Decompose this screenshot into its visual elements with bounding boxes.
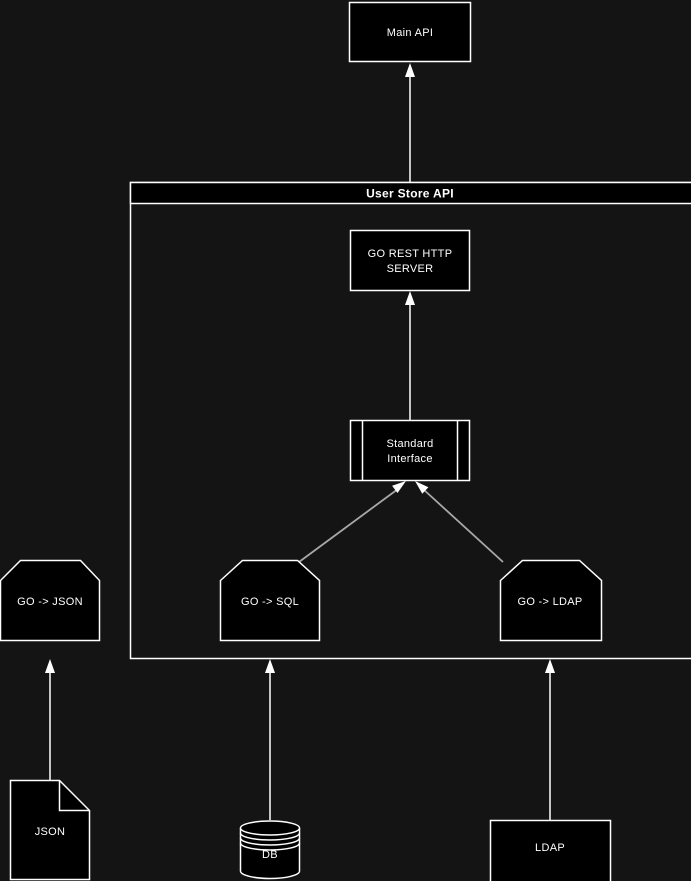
- standard-interface-label-line1: Standard: [386, 438, 433, 450]
- container-title-bar: [129, 181, 691, 205]
- folded-corner-icon: [58, 780, 90, 812]
- json-doc-node: JSON: [9, 779, 91, 881]
- arrowhead-icon: [415, 481, 429, 494]
- cylinder-top: [239, 820, 301, 836]
- cylinder-ring: [239, 837, 301, 846]
- db-label: DB: [262, 849, 278, 861]
- arrow-interface-to-server: [405, 291, 415, 420]
- arrowhead-icon: [405, 291, 415, 305]
- main-api-node: Main API: [348, 1, 472, 63]
- ldap-label: LDAP: [535, 842, 565, 854]
- ldap-node: LDAP: [489, 819, 612, 881]
- cylinder-ring: [239, 842, 301, 851]
- go-rest-http-server-label-line2: SERVER: [387, 263, 434, 275]
- cylinder-ring: [239, 832, 301, 841]
- arrowhead-icon: [265, 659, 275, 673]
- go-json-label: GO -> JSON: [17, 596, 83, 608]
- arrow-gosql-to-interface: [298, 481, 406, 563]
- arrowhead-icon: [392, 481, 406, 493]
- arrow-json-to-gojson: [45, 659, 55, 780]
- main-api-label: Main API: [387, 27, 433, 39]
- db-node: DB: [239, 820, 301, 880]
- arrowhead-icon: [405, 63, 415, 77]
- json-doc-label: JSON: [35, 826, 66, 838]
- user-store-api-container: User Store API: [129, 181, 691, 660]
- go-rest-http-server-node: GO REST HTTP SERVER: [349, 229, 471, 292]
- go-ldap-node: GO -> LDAP: [499, 559, 603, 642]
- standard-interface-node: Standard Interface: [349, 419, 471, 482]
- arrow-ldap-to-container: [545, 659, 555, 820]
- arrow-goldap-to-interface: [415, 481, 504, 563]
- arrow-db-to-container: [265, 659, 275, 820]
- arrowhead-icon: [545, 659, 555, 673]
- go-sql-node: GO -> SQL: [219, 559, 321, 642]
- cylinder-body: [239, 828, 301, 880]
- go-sql-label: GO -> SQL: [241, 596, 299, 608]
- go-rest-http-server-label-line1: GO REST HTTP: [368, 248, 453, 260]
- arrow-userstore-to-mainapi: [405, 63, 415, 182]
- go-json-node: GO -> JSON: [0, 559, 101, 642]
- arrowhead-icon: [45, 659, 55, 673]
- go-ldap-label: GO -> LDAP: [517, 596, 582, 608]
- standard-interface-label-line2: Interface: [387, 453, 433, 465]
- container-title: User Store API: [366, 187, 454, 201]
